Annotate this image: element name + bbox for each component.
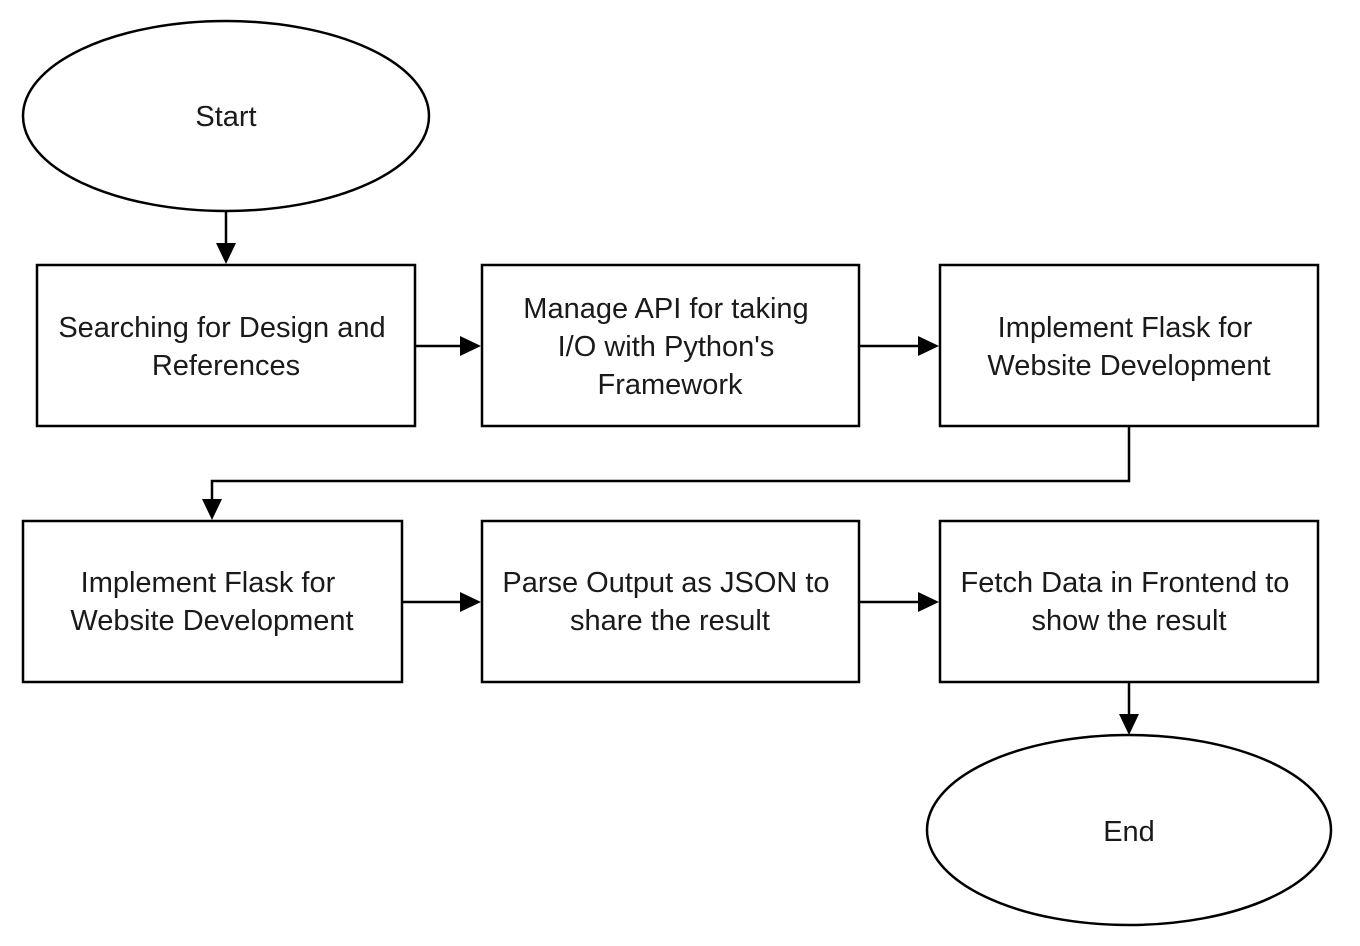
step-2-line-1: Manage API for taking [523, 293, 808, 325]
step-1-label: Searching for Design and References [58, 312, 393, 382]
arrowhead-icon [460, 336, 481, 356]
step-2-label: Manage API for taking I/O with Python's … [523, 293, 816, 401]
step-3-line-2: Website Development [987, 350, 1270, 382]
connector-step-1-to-step-2 [415, 336, 481, 356]
step-4-line-2: Website Development [70, 605, 353, 637]
step-5-line-1: Parse Output as JSON to [502, 567, 829, 599]
connector-step-4-to-step-5 [402, 592, 481, 612]
step-5-label: Parse Output as JSON to share the result [502, 567, 837, 637]
step-2: Manage API for taking I/O with Python's … [480, 263, 861, 428]
end-node: End [925, 733, 1333, 927]
step-3-label: Implement Flask for Website Development [987, 312, 1270, 382]
end-label: End [1103, 816, 1155, 848]
step-1: Searching for Design and References [35, 263, 417, 428]
start-label: Start [195, 101, 256, 133]
start-node: Start [21, 19, 431, 213]
step-3: Implement Flask for Website Development [938, 263, 1320, 428]
step-1-box [35, 263, 417, 428]
connector-step-2-to-step-3 [859, 336, 939, 356]
step-3-line-1: Implement Flask for [998, 312, 1253, 344]
step-4: Implement Flask for Website Development [21, 519, 404, 684]
arrowhead-icon [202, 499, 222, 520]
step-5-box [480, 519, 861, 684]
step-2-line-2: I/O with Python's [558, 331, 775, 363]
step-2-line-3: Framework [597, 369, 743, 401]
connector-step-5-to-step-6 [859, 592, 939, 612]
step-6-line-1: Fetch Data in Frontend to [961, 567, 1290, 599]
step-5: Parse Output as JSON to share the result [480, 519, 861, 684]
step-1-line-1: Searching for Design and [58, 312, 385, 344]
arrowhead-icon [918, 336, 939, 356]
step-4-box [21, 519, 404, 684]
arrowhead-icon [1119, 714, 1139, 735]
step-4-label: Implement Flask for Website Development [70, 567, 353, 637]
connector-line [210, 426, 1131, 502]
connector-step-3-to-step-4 [202, 426, 1131, 520]
connector-start-to-step-1 [216, 211, 236, 264]
step-5-line-2: share the result [570, 605, 770, 637]
step-6: Fetch Data in Frontend to show the resul… [938, 519, 1320, 684]
connector-step-6-to-end [1119, 682, 1139, 735]
step-6-label: Fetch Data in Frontend to show the resul… [961, 567, 1298, 637]
arrowhead-icon [918, 592, 939, 612]
step-6-box [938, 519, 1320, 684]
step-1-line-2: References [152, 350, 300, 382]
arrowhead-icon [216, 243, 236, 264]
step-3-box [938, 263, 1320, 428]
step-6-line-2: show the result [1031, 605, 1226, 637]
step-4-line-1: Implement Flask for [81, 567, 336, 599]
arrowhead-icon [460, 592, 481, 612]
